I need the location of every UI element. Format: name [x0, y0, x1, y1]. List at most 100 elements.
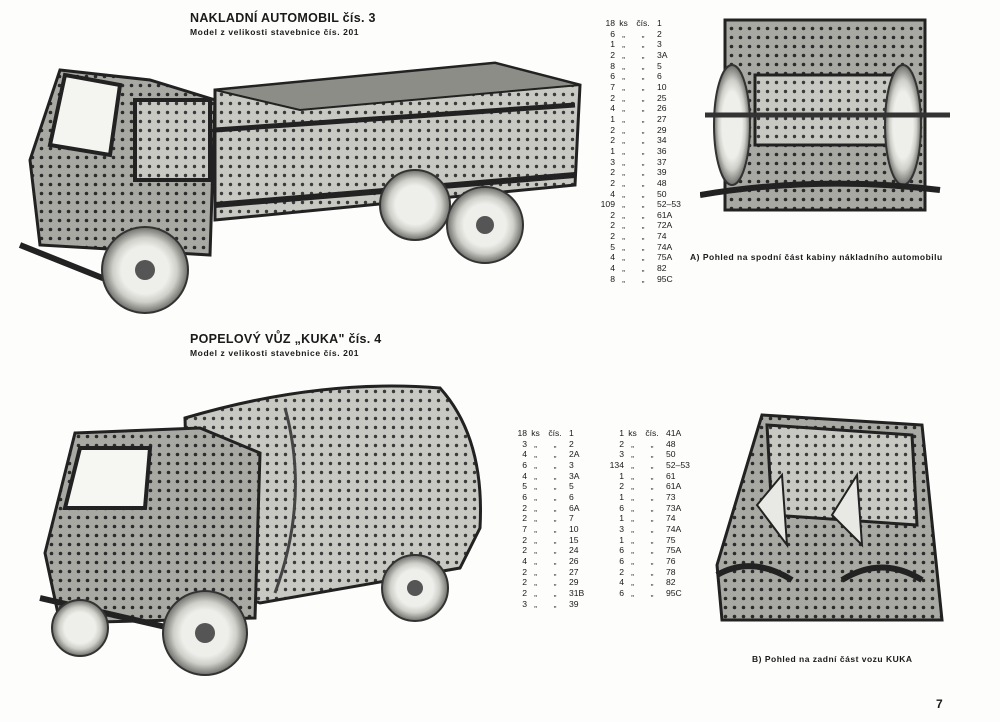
part-number-label: „ — [641, 92, 645, 103]
part-unit: „ — [631, 523, 634, 534]
parts-row: 3„„37 — [595, 157, 681, 168]
part-unit: „ — [534, 449, 537, 460]
part-number-label: „ — [650, 449, 654, 460]
part-quantity: 2 — [610, 124, 615, 135]
parts-row: 2„„78 — [604, 567, 690, 578]
part-number-label: „ — [641, 231, 645, 242]
parts-row: 5„„74A — [595, 242, 681, 253]
part-unit: „ — [622, 177, 625, 188]
parts-row: 4„„26 — [507, 556, 584, 567]
part-quantity: 4 — [522, 449, 527, 460]
part-number: 27 — [657, 113, 667, 124]
part-number: 76 — [666, 555, 676, 566]
part-number: 95C — [666, 587, 682, 598]
section-title-kuka: POPELOVÝ VŮZ „KUKA" čís. 4 — [190, 332, 382, 346]
parts-row: 6„„6 — [595, 71, 681, 82]
part-quantity: 5 — [610, 241, 615, 252]
part-unit: „ — [622, 188, 625, 199]
part-number: 82 — [666, 577, 676, 588]
part-number-label: „ — [641, 49, 645, 60]
part-unit: „ — [534, 481, 537, 492]
part-quantity: 2 — [522, 566, 527, 577]
part-number: 74A — [666, 523, 682, 534]
part-number: 34 — [657, 135, 667, 146]
part-number: 26 — [569, 555, 579, 566]
part-number: 1 — [569, 428, 574, 438]
part-unit: „ — [631, 470, 634, 481]
part-number-label: „ — [553, 598, 557, 609]
part-unit: „ — [622, 113, 625, 124]
part-quantity: 2 — [610, 209, 615, 220]
kuka-rear-photo — [712, 405, 947, 627]
part-number: 2 — [657, 28, 662, 39]
part-number: 52–53 — [657, 199, 681, 210]
part-unit: ks — [531, 428, 540, 438]
part-number: 41A — [666, 428, 682, 438]
part-number-label: „ — [553, 545, 557, 556]
part-number-label: „ — [641, 28, 645, 39]
part-unit: „ — [534, 566, 537, 577]
part-number-label: „ — [641, 263, 645, 274]
part-number-label: čís. — [548, 428, 562, 438]
part-number-label: „ — [641, 199, 645, 210]
part-quantity: 4 — [522, 555, 527, 566]
part-quantity: 1 — [619, 470, 624, 481]
part-number-label: „ — [553, 523, 557, 534]
part-number-label: „ — [641, 252, 645, 263]
part-unit: „ — [622, 81, 625, 92]
caption-b: B) Pohled na zadní část vozu KUKA — [752, 654, 913, 664]
part-unit: „ — [631, 502, 634, 513]
part-unit: „ — [534, 545, 537, 556]
part-quantity: 6 — [610, 71, 615, 82]
part-unit: ks — [628, 428, 637, 438]
part-number: 73A — [666, 502, 682, 513]
part-number: 74 — [657, 231, 667, 242]
part-quantity: 1 — [619, 428, 624, 438]
part-unit: „ — [631, 513, 634, 524]
part-unit: „ — [631, 545, 634, 556]
parts-row: 1„„36 — [595, 146, 681, 157]
parts-row: 7„„10 — [507, 524, 584, 535]
part-unit: ks — [619, 18, 628, 28]
part-unit: „ — [534, 459, 537, 470]
parts-row: 2„„39 — [595, 167, 681, 178]
parts-row: 4„„26 — [595, 103, 681, 114]
parts-row: 4„„50 — [595, 189, 681, 200]
part-quantity: 18 — [517, 428, 527, 438]
part-quantity: 2 — [610, 167, 615, 178]
part-number-label: „ — [650, 459, 654, 470]
part-number: 74A — [657, 241, 673, 252]
parts-row: 6„„6 — [507, 492, 584, 503]
part-unit: „ — [631, 491, 634, 502]
part-quantity: 1 — [610, 39, 615, 50]
truck-photo — [10, 45, 590, 315]
part-unit: „ — [622, 28, 625, 39]
part-number-label: „ — [650, 481, 654, 492]
part-quantity: 2 — [522, 513, 527, 524]
part-number: 7 — [569, 513, 574, 524]
part-number: 27 — [569, 566, 579, 577]
part-number: 78 — [666, 566, 676, 577]
part-quantity: 6 — [522, 459, 527, 470]
part-number: 3A — [569, 470, 580, 481]
parts-row: 2„„15 — [507, 535, 584, 546]
part-quantity: 109 — [600, 199, 615, 210]
part-number: 3 — [657, 39, 662, 50]
part-number-label: „ — [650, 513, 654, 524]
parts-row: 6„„73A — [604, 503, 690, 514]
part-unit: „ — [631, 449, 634, 460]
part-quantity: 18 — [605, 18, 615, 28]
part-quantity: 3 — [610, 156, 615, 167]
part-unit: „ — [631, 555, 634, 566]
part-unit: „ — [622, 92, 625, 103]
parts-row: 3„„39 — [507, 599, 584, 610]
parts-row: 2„„25 — [595, 93, 681, 104]
part-unit: „ — [622, 167, 625, 178]
part-number-label: „ — [641, 103, 645, 114]
part-number: 24 — [569, 545, 579, 556]
part-number-label: „ — [641, 81, 645, 92]
part-unit: „ — [622, 263, 625, 274]
